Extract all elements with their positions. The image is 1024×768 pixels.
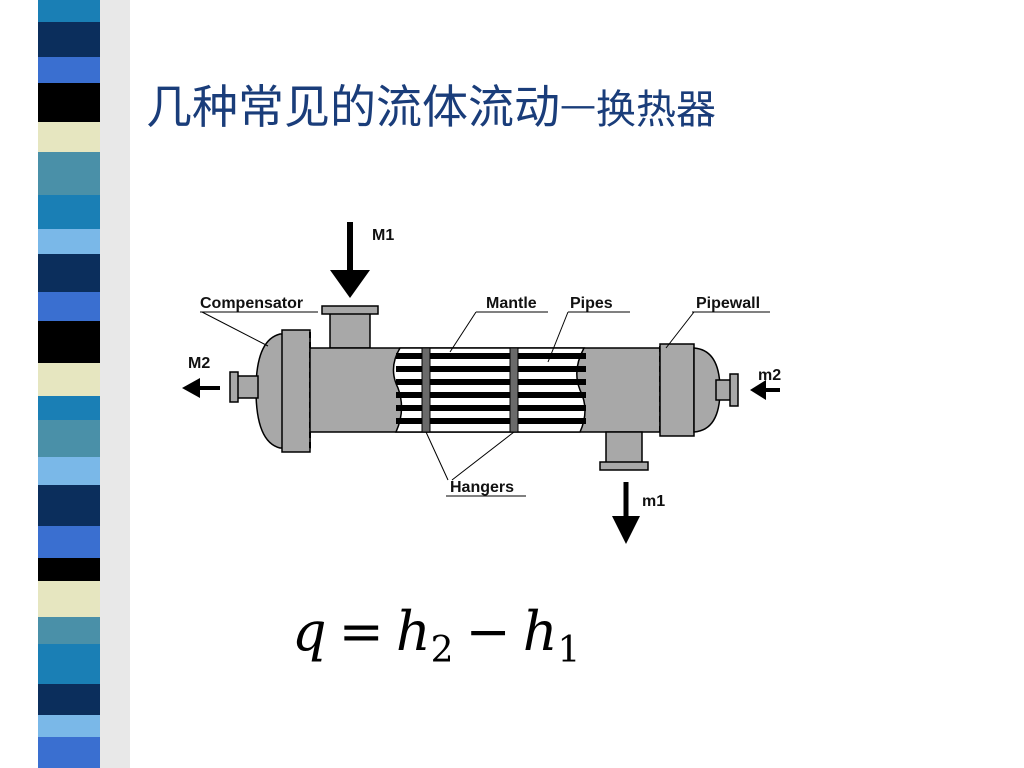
stripe-blocks xyxy=(38,0,100,768)
stripe-block xyxy=(38,644,100,684)
stripe-block xyxy=(38,83,100,122)
pipe xyxy=(396,405,586,411)
label-pipewall: Pipewall xyxy=(696,295,760,312)
label-m1-top: M1 xyxy=(372,227,394,244)
decorative-stripe-bar xyxy=(38,0,130,768)
formula-h-a: h xyxy=(395,600,431,663)
slide-title-main: 几种常见的流体流动 xyxy=(146,80,560,134)
stripe-block xyxy=(38,485,100,526)
label-hangers: Hangers xyxy=(450,479,514,496)
stripe-block xyxy=(38,457,100,485)
stripe-block xyxy=(38,617,100,644)
stripe-block xyxy=(38,0,100,22)
stripe-block xyxy=(38,396,100,420)
stripe-block xyxy=(38,737,100,768)
outlet-flange-left xyxy=(229,371,239,403)
stripe-block xyxy=(38,526,100,558)
formula-minus: − xyxy=(465,600,511,663)
slide-title-suffix: 换热器 xyxy=(596,87,716,133)
pipe xyxy=(396,379,586,385)
arrow-m1-bottom-head xyxy=(612,516,640,544)
stripe-shadow-band xyxy=(100,0,130,768)
stripe-block xyxy=(38,152,100,195)
label-compensator: Compensator xyxy=(200,295,303,312)
slide-title: 几种常见的流体流动—换热器 xyxy=(146,80,716,135)
leader-pipewall xyxy=(665,311,695,349)
pipe xyxy=(396,392,586,398)
label-mantle: Mantle xyxy=(486,295,537,312)
stripe-block xyxy=(38,292,100,321)
hanger-left xyxy=(421,347,431,433)
hanger-right xyxy=(509,347,519,433)
outlet-flange-bottom xyxy=(599,461,649,471)
leader-pipes xyxy=(547,311,569,363)
stripe-block xyxy=(38,363,100,396)
stripe-block xyxy=(38,195,100,229)
stripe-block xyxy=(38,254,100,292)
formula: q=h2−h1 xyxy=(292,600,580,671)
label-m2-left: M2 xyxy=(188,355,210,372)
formula-sub-b: 1 xyxy=(557,630,581,671)
label-m2-right: m2 xyxy=(758,367,781,384)
slide-title-dash: — xyxy=(560,85,596,126)
stripe-block xyxy=(38,684,100,715)
stripe-block xyxy=(38,57,100,83)
right-flange xyxy=(659,343,695,437)
formula-equals: = xyxy=(338,600,384,663)
stripe-block xyxy=(38,715,100,737)
left-flange xyxy=(281,329,311,453)
stripe-block xyxy=(38,122,100,152)
leader-hangers-left xyxy=(425,431,449,481)
stripe-block xyxy=(38,558,100,581)
pipe xyxy=(396,353,586,359)
outlet-nozzle-bottom xyxy=(605,431,643,465)
stripe-block xyxy=(38,581,100,617)
stripe-block xyxy=(38,321,100,363)
arrow-m1-top-head xyxy=(330,270,370,298)
arrow-m2-left-head xyxy=(182,378,200,398)
formula-sub-a: 2 xyxy=(430,630,454,671)
inlet-flange-right xyxy=(729,373,739,407)
stripe-block xyxy=(38,22,100,57)
leader-compensator xyxy=(201,311,269,347)
arrow-m2-right-head xyxy=(750,380,766,400)
pipe-bundle xyxy=(396,353,586,424)
leader-mantle xyxy=(449,311,477,353)
formula-h-b: h xyxy=(522,600,558,663)
leader-hangers-right xyxy=(451,431,515,481)
stripe-block xyxy=(38,229,100,254)
stripe-block xyxy=(38,420,100,457)
formula-lhs: q xyxy=(292,600,327,663)
label-pipes: Pipes xyxy=(570,295,613,312)
pipe xyxy=(396,366,586,372)
heat-exchanger-diagram: M1 M2 m2 m1 Compensator Mantle Pipes xyxy=(182,222,781,544)
inlet-flange-top xyxy=(321,305,379,315)
label-m1-bottom: m1 xyxy=(642,493,665,510)
pipe xyxy=(396,418,586,424)
